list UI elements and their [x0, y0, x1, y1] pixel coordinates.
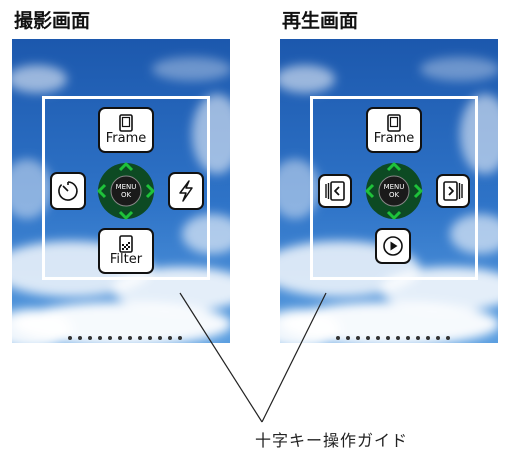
frame-icon [119, 114, 133, 132]
page-dot [406, 336, 410, 340]
page-dot [78, 336, 82, 340]
frame-button-label: Frame [373, 131, 415, 146]
dpad-up-arrow-icon [386, 162, 402, 172]
dpad-down-arrow-icon [386, 210, 402, 220]
page-dot [346, 336, 350, 340]
previous-image-button[interactable] [318, 174, 352, 208]
previous-image-icon [325, 181, 345, 201]
frame-icon [387, 114, 401, 132]
frame-button-label: Frame [105, 131, 147, 146]
page-dot [336, 336, 340, 340]
shooting-screen: Frame MENU OK [12, 39, 230, 343]
page-dot [98, 336, 102, 340]
page-dot [158, 336, 162, 340]
page-dot [416, 336, 420, 340]
page-dot [68, 336, 72, 340]
page-dot [446, 336, 450, 340]
dpad-left-arrow-icon [97, 183, 107, 199]
page-dot [108, 336, 112, 340]
dpad-right-arrow-icon [145, 183, 155, 199]
dpad[interactable]: MENU OK [96, 161, 156, 221]
page-indicator [336, 336, 456, 340]
page-indicator [68, 336, 188, 340]
filter-button[interactable]: Filter [98, 228, 154, 274]
dpad-menu-label: MENU [383, 183, 405, 191]
page-dot [376, 336, 380, 340]
dpad-menu-label: MENU [115, 183, 137, 191]
page-dot [356, 336, 360, 340]
next-image-button[interactable] [436, 174, 470, 208]
dpad-down-arrow-icon [118, 210, 134, 220]
playback-screen: Frame MENU OK [280, 39, 498, 343]
next-image-icon [443, 181, 463, 201]
filter-icon [119, 235, 133, 253]
cross-key-guide-frame [42, 96, 210, 280]
play-icon [383, 236, 403, 256]
page-dot [366, 336, 370, 340]
page-dot [118, 336, 122, 340]
playback-screen-title: 再生画面 [282, 10, 359, 32]
page-dot [128, 336, 132, 340]
page-dot [148, 336, 152, 340]
dpad-left-arrow-icon [365, 183, 375, 199]
page-dot [88, 336, 92, 340]
dpad-ring [97, 162, 155, 220]
page-dot [426, 336, 430, 340]
page-dot [396, 336, 400, 340]
shooting-screen-title: 撮影画面 [14, 10, 91, 32]
cross-key-guide-caption: 十字キー操作ガイド [255, 431, 409, 450]
page-dot [138, 336, 142, 340]
dpad-ok-label: OK [388, 191, 400, 199]
frame-button[interactable]: Frame [366, 107, 422, 153]
cross-key-guide-frame [310, 96, 478, 280]
frame-button[interactable]: Frame [98, 107, 154, 153]
play-button[interactable] [375, 228, 411, 264]
self-timer-icon [58, 181, 78, 201]
page-dot [436, 336, 440, 340]
dpad[interactable]: MENU OK [364, 161, 424, 221]
self-timer-button[interactable] [50, 172, 86, 210]
page-dot [178, 336, 182, 340]
flash-icon [179, 180, 193, 202]
page-dot [386, 336, 390, 340]
dpad-up-arrow-icon [118, 162, 134, 172]
flash-button[interactable] [168, 172, 204, 210]
dpad-right-arrow-icon [413, 183, 423, 199]
dpad-ring [365, 162, 423, 220]
filter-button-label: Filter [109, 252, 143, 267]
page-dot [168, 336, 172, 340]
dpad-ok-label: OK [120, 191, 132, 199]
